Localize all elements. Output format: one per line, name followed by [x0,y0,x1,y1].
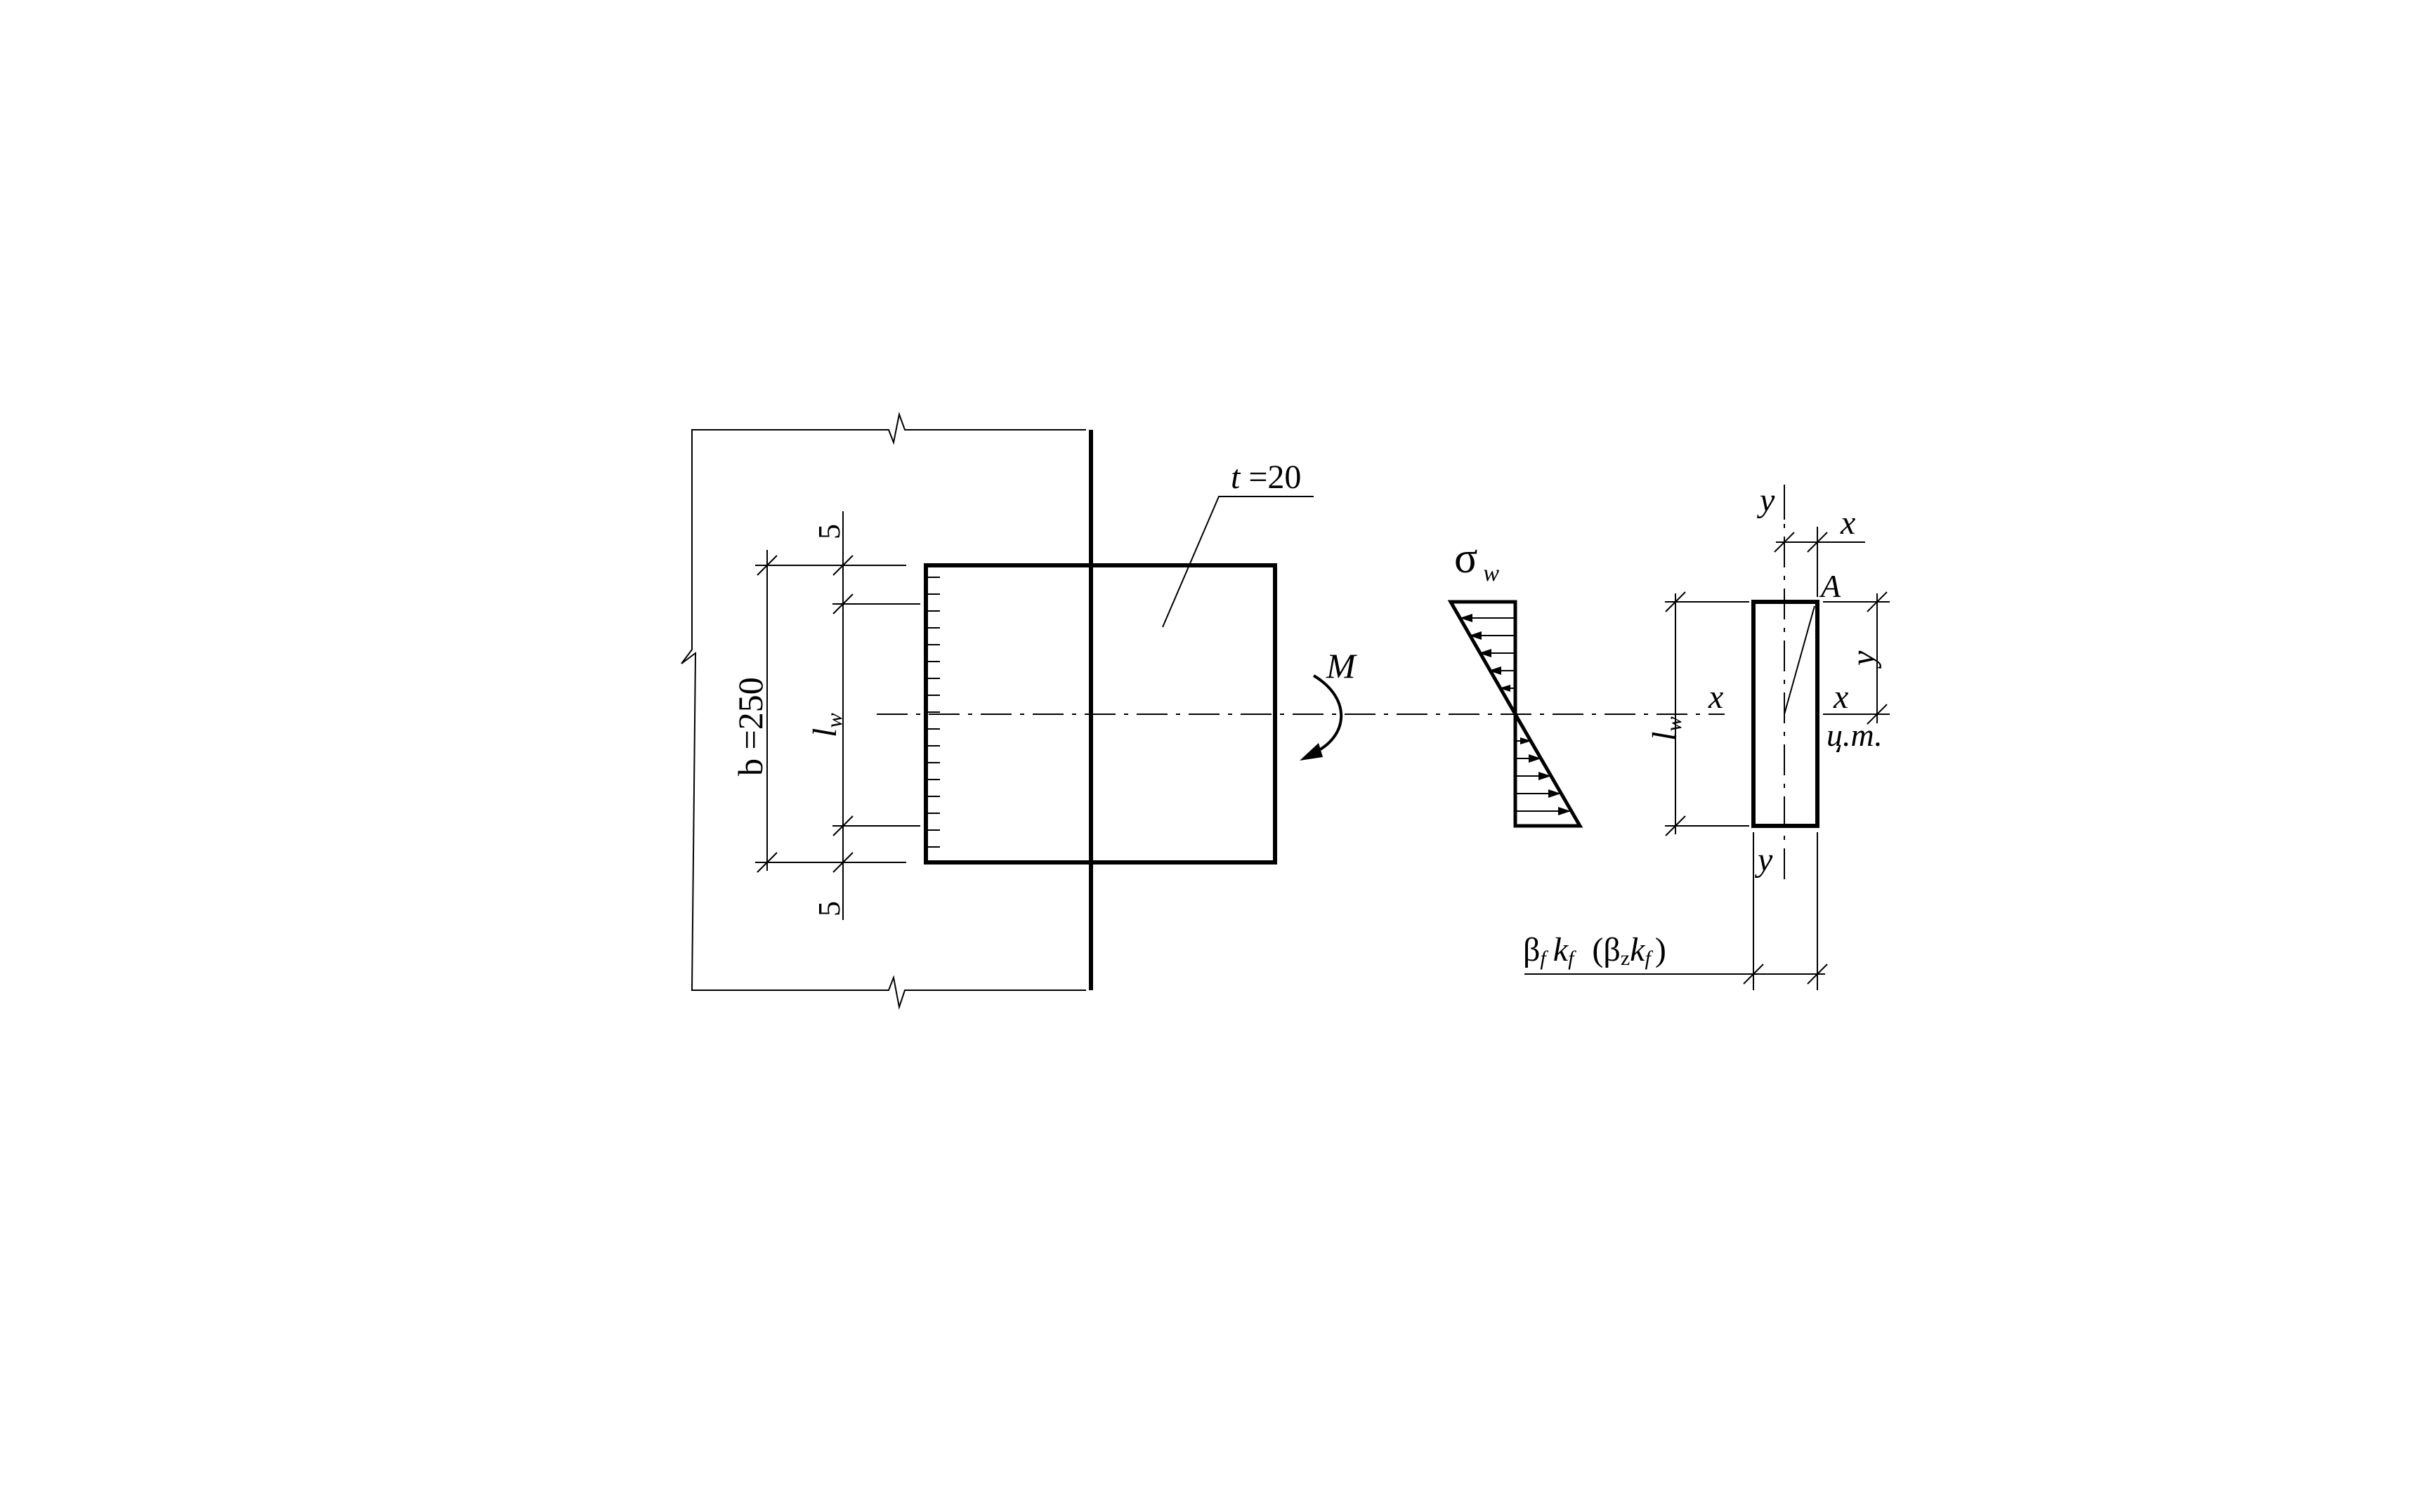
moment-arrow [1300,674,1343,761]
stress-diagram [1447,600,1583,828]
weld-symbol [926,577,940,848]
thickness-leader [1162,496,1314,628]
width-b-label: b =250 [731,677,770,776]
point-a-label: A [1819,568,1841,604]
axis-x-left-label: x [1708,678,1723,716]
offset-bottom-label: 5 [812,901,847,916]
dim-x-label: x [1840,504,1855,541]
centroid-label: ц.т. [1826,717,1883,753]
thickness-label: t =20 [1231,459,1301,496]
weld-section-outline [1751,600,1819,828]
axis-y-top-label: y [1756,482,1775,519]
dimension-b [755,550,906,873]
moment-label: M [1326,646,1357,685]
plate [924,496,1314,865]
plate-outline [924,563,1277,865]
weld-length-label: lw [806,713,847,737]
weld-length-label-2: lw [1646,716,1686,741]
weld-section [1524,485,1890,990]
dimension-lw [832,511,920,920]
axis-x-right-label: x [1833,678,1848,716]
dim-y-label: y [1845,650,1882,669]
radius-line [1784,605,1815,715]
axis-y-bottom-label: y [1754,841,1773,879]
offset-top-label: 5 [812,524,847,539]
